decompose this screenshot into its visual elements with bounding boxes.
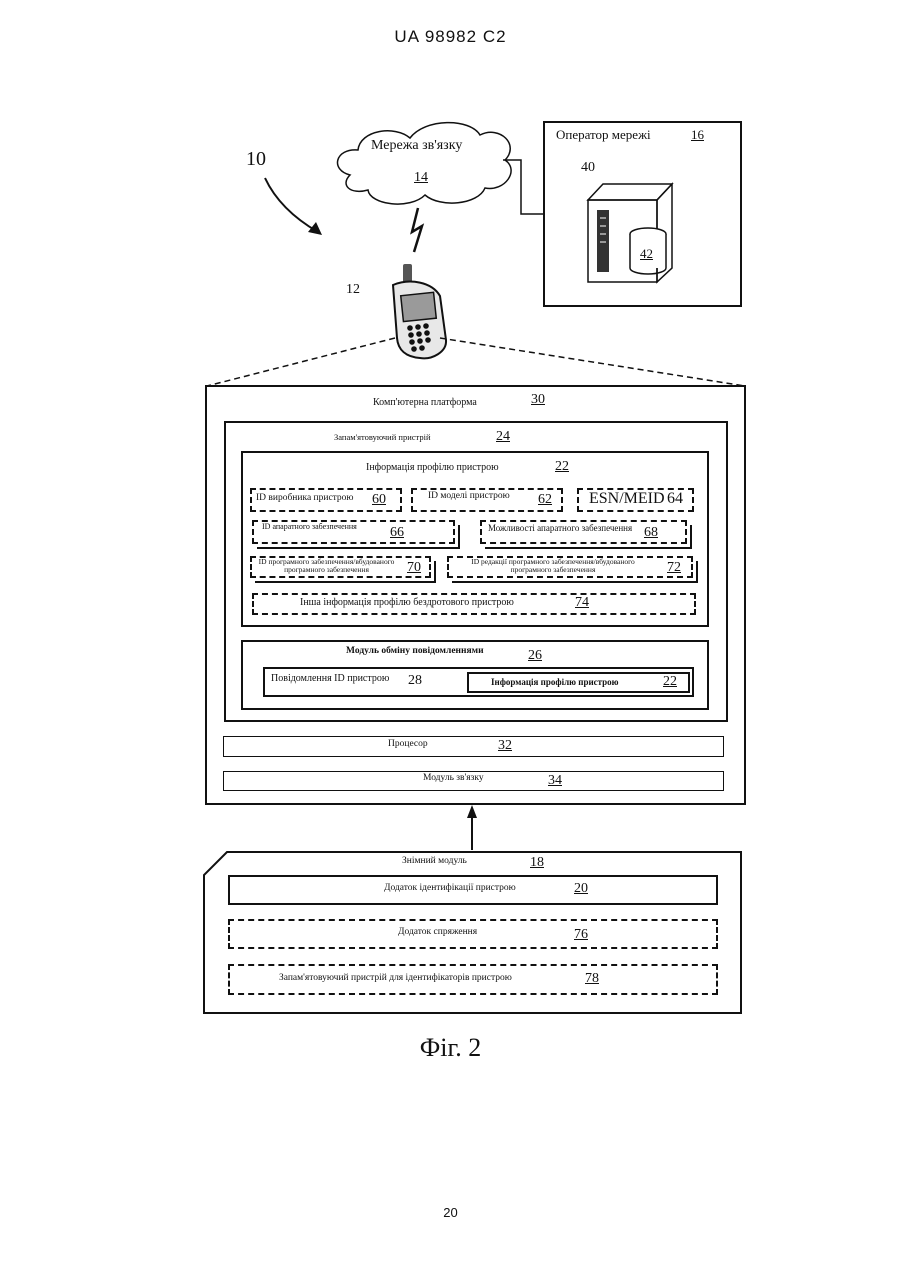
manufacturer-id-ref: 60 [372,492,386,508]
memory-ref: 24 [496,429,510,445]
network-label: Мережа зв'язку [371,138,462,154]
identifier-storage-ref: 78 [585,971,599,987]
messaging-module-label: Модуль обміну повідомленнями [346,646,484,656]
network-operator-link [503,160,545,214]
system-ref: 10 [246,148,266,171]
profile-label: Інформація профілю пристрою [366,462,499,473]
software-revision-ref: 72 [667,560,681,576]
other-profile-info-label: Інша інформація профілю бездротового при… [300,597,514,608]
network-ref: 14 [414,170,428,186]
other-profile-info-ref: 74 [575,595,589,611]
hardware-capabilities-label: Можливості апаратного забезпечення [488,523,632,533]
mobile-phone-icon [393,264,446,358]
server-ref: 40 [581,160,595,176]
device-id-message-label: Повідомлення ID пристрою [271,673,389,684]
removable-module-ref: 18 [530,855,544,871]
messaging-module-ref: 26 [528,648,542,664]
hardware-id-label: ID апаратного забезпечення [262,522,357,531]
model-id-label: ID моделі пристрою [428,491,510,501]
processor-box [223,736,724,757]
comm-module-label: Модуль зв'язку [423,773,484,783]
esn-meid-ref: 64 [667,490,683,508]
manufacturer-id-label: ID виробника пристрою [256,493,354,503]
platform-ref: 30 [531,392,545,408]
processor-label: Процесор [388,739,428,749]
software-revision-label: ID редакції програмного забезпечення/вбу… [458,558,648,574]
database-ref: 42 [640,246,653,262]
pairing-app-ref: 76 [574,927,588,943]
processor-ref: 32 [498,738,512,754]
removable-module-label: Знімний модуль [402,856,467,866]
device-identification-app-ref: 20 [574,881,588,897]
platform-label: Комп'ютерна платформа [373,397,477,408]
software-id-ref: 70 [407,560,421,576]
identifier-storage-label: Запам'ятовуючий пристрій для ідентифікат… [279,973,512,983]
device-id-message-ref: 28 [408,673,422,689]
memory-label: Запам'ятовуючий пристрій [334,432,431,442]
pairing-app-label: Додаток спряження [398,927,477,937]
model-id-ref: 62 [538,492,552,508]
operator-label: Оператор мережі [556,127,651,143]
figure-caption: Фіг. 2 [0,1033,901,1063]
system-arrow [265,178,318,232]
operator-ref: 16 [691,127,704,143]
device-identification-app-label: Додаток ідентифікації пристрою [384,883,516,893]
wireless-link-icon [412,208,422,252]
page-number: 20 [0,1205,901,1220]
comm-module-ref: 34 [548,773,562,789]
profile-ref: 22 [555,459,569,475]
software-id-label: ID програмного забезпечення/вбудованого … [254,558,399,574]
profile-info-inner-ref: 22 [663,674,677,690]
detail-line-right [440,338,745,386]
device-ref: 12 [346,282,360,298]
esn-meid-label: ESN/MEID [589,490,665,508]
detail-line-left [207,338,395,386]
hardware-capabilities-ref: 68 [644,525,658,541]
network-cloud [338,123,512,204]
hardware-id-ref: 66 [390,525,404,541]
system-arrowhead [308,222,322,235]
network-operator-box [543,121,742,307]
profile-info-inner-label: Інформація профілю пристрою [491,677,619,687]
